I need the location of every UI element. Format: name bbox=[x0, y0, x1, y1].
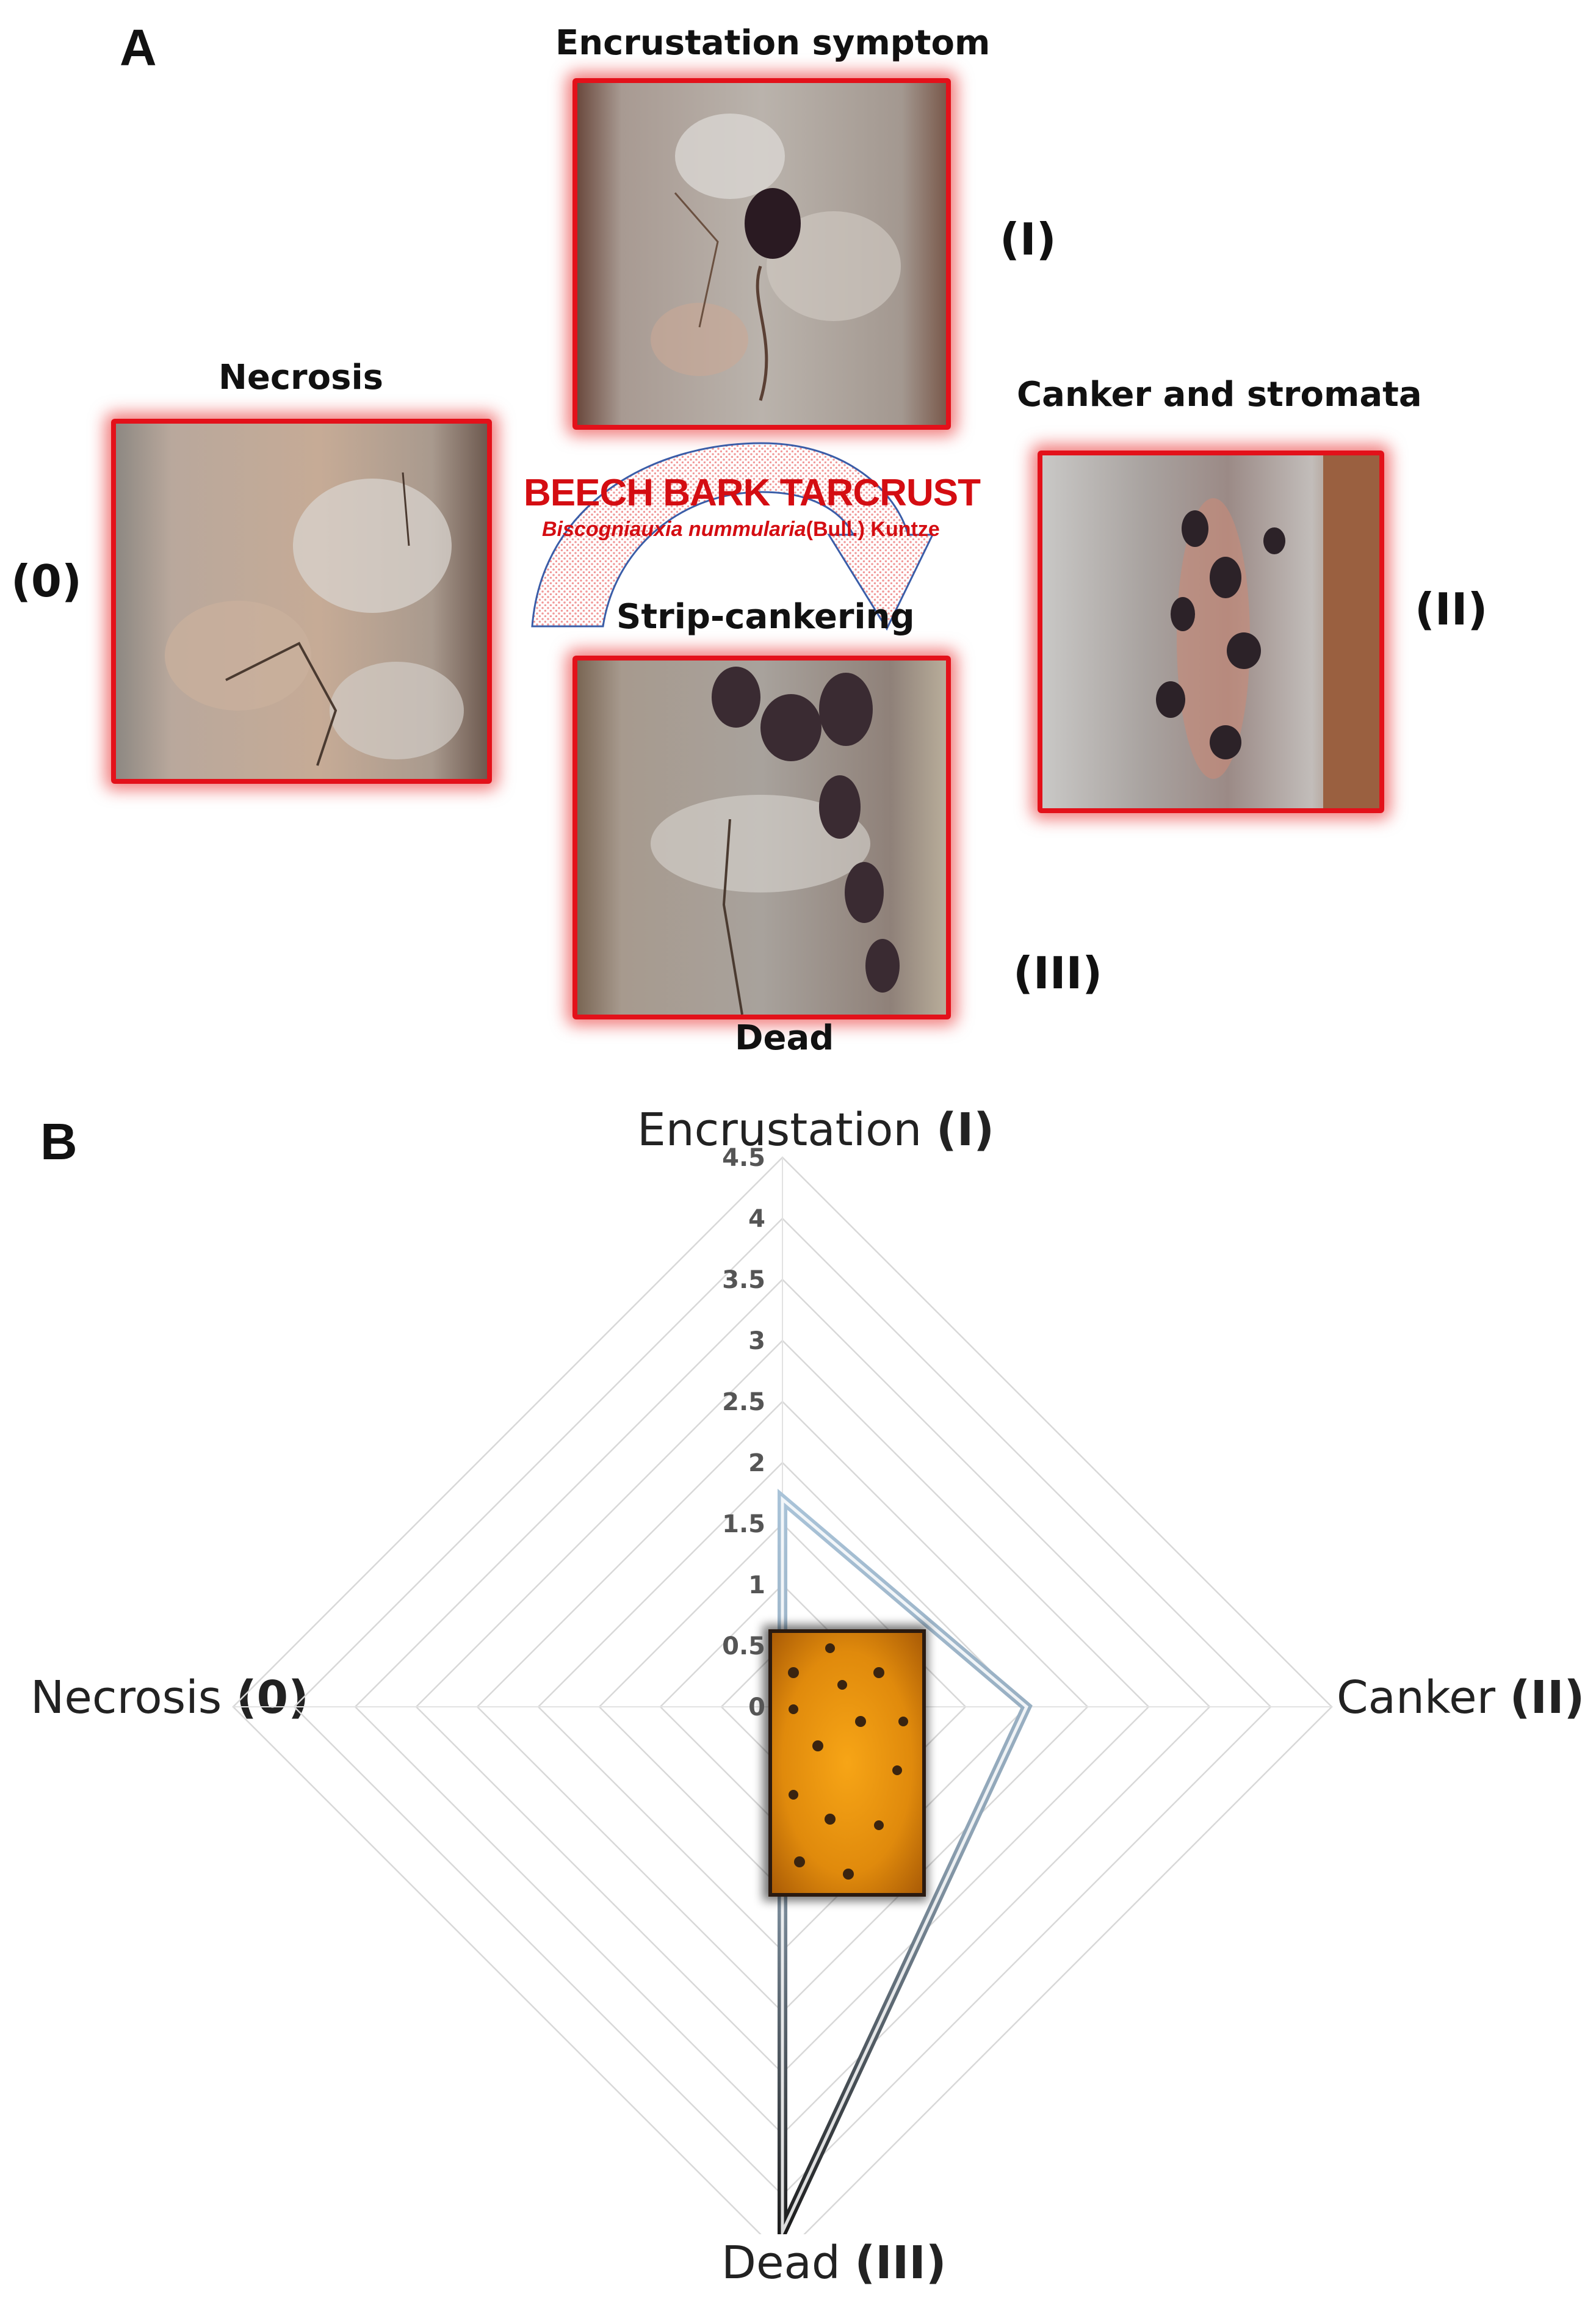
banner-species-line: Biscogniauxia nummularia(Bull.) Kuntze bbox=[542, 518, 940, 541]
radial-tick-label: 2 bbox=[748, 1449, 765, 1477]
radial-tick-label: 1 bbox=[748, 1571, 765, 1599]
axis-name-dead: Dead bbox=[721, 2237, 840, 2289]
necrosis-photo bbox=[111, 419, 492, 784]
axis-roman-encrustation: (I) bbox=[936, 1104, 995, 1156]
axis-roman-canker: (II) bbox=[1509, 1671, 1585, 1724]
radial-tick-label: 3 bbox=[748, 1327, 765, 1355]
axis-label-necrosis: Necrosis (0) bbox=[31, 1671, 309, 1724]
grid-ring bbox=[232, 1156, 1333, 2234]
axis-label-dead: Dead (III) bbox=[721, 2237, 947, 2289]
strip-roman: (III) bbox=[1013, 947, 1103, 999]
axis-roman-dead: (III) bbox=[854, 2237, 947, 2289]
panel-a-letter: A bbox=[120, 19, 157, 76]
encrustation-label: Encrustation symptom bbox=[555, 23, 991, 63]
dead-label: Dead bbox=[735, 1018, 834, 1058]
radial-tick-label: 2.5 bbox=[722, 1388, 765, 1416]
radial-tick-label: 0.5 bbox=[722, 1632, 765, 1660]
banner-title: BEECH BARK TARCRUST bbox=[524, 472, 981, 514]
axis-name-encrustation: Encrustation bbox=[637, 1104, 922, 1156]
axis-name-canker: Canker bbox=[1337, 1671, 1496, 1724]
axis-label-canker: Canker (II) bbox=[1337, 1671, 1584, 1724]
encrustation-roman: (I) bbox=[1000, 214, 1056, 265]
necrosis-label: Necrosis bbox=[218, 358, 383, 397]
radial-tick-label: 3.5 bbox=[722, 1266, 765, 1294]
radial-tick-label: 4 bbox=[748, 1205, 765, 1233]
canker-photo bbox=[1038, 451, 1384, 813]
axis-roman-necrosis: (0) bbox=[236, 1671, 309, 1724]
necrosis-roman: (0) bbox=[11, 556, 82, 607]
canker-roman: (II) bbox=[1415, 584, 1488, 635]
radar-chart: 0 0.5 1 1.5 2 2.5 3 3.5 4 4.5 bbox=[232, 1144, 1333, 2234]
panel-b-letter: B bbox=[40, 1113, 78, 1170]
perithecia-dots bbox=[788, 1643, 908, 1880]
axis-name-necrosis: Necrosis bbox=[31, 1671, 222, 1724]
radial-tick-label: 0 bbox=[748, 1693, 765, 1721]
strip-label: Strip-cankering bbox=[616, 597, 915, 637]
strip-photo bbox=[572, 656, 951, 1019]
radial-tick-label: 4.5 bbox=[722, 1144, 765, 1172]
encrustation-photo bbox=[572, 78, 951, 430]
axis-label-encrustation: Encrustation (I) bbox=[637, 1104, 994, 1156]
canker-label: Canker and stromata bbox=[1017, 375, 1422, 414]
banner-authority: (Bull.) Kuntze bbox=[806, 518, 940, 541]
progression-arrow bbox=[531, 442, 934, 631]
radial-tick-label: 1.5 bbox=[722, 1510, 765, 1538]
banner-species: Biscogniauxia nummularia bbox=[542, 518, 806, 541]
